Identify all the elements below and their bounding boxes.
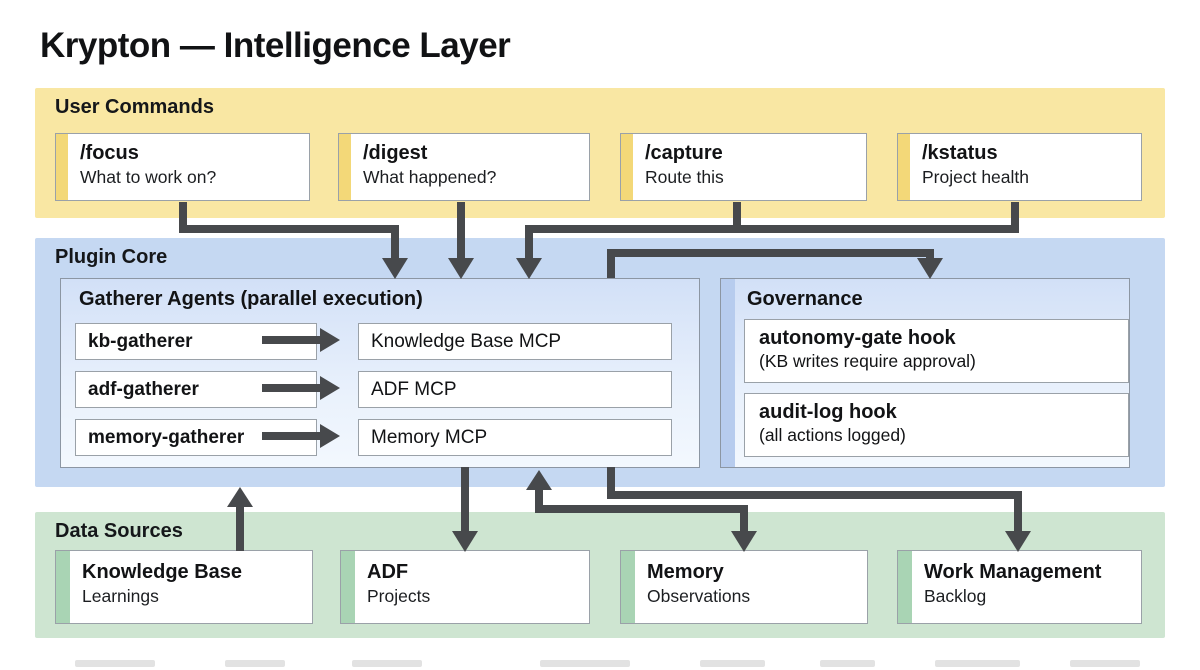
hook-desc: (KB writes require approval)	[759, 351, 976, 371]
cutoff-fragment	[225, 660, 285, 667]
datasource-name: Work Management	[924, 561, 1102, 583]
gatherer-agents-label: Gatherer Agents (parallel execution)	[79, 288, 423, 310]
hook-box-autonomy-gate: autonomy-gate hook (KB writes require ap…	[744, 319, 1129, 383]
hook-desc: (all actions logged)	[759, 425, 906, 445]
governance-label: Governance	[747, 288, 863, 310]
datasource-desc: Backlog	[924, 586, 987, 606]
cutoff-fragment	[540, 660, 630, 667]
command-card-capture: /capture Route this	[620, 133, 867, 201]
plugin-core-label: Plugin Core	[55, 246, 168, 268]
hook-name: audit-log hook	[759, 401, 897, 423]
cutoff-fragment	[700, 660, 765, 667]
datasource-name: ADF	[367, 561, 409, 583]
command-desc: What to work on?	[80, 167, 217, 187]
datasource-desc: Learnings	[82, 586, 159, 606]
command-name: /kstatus	[922, 142, 998, 164]
cutoff-fragment	[75, 660, 155, 667]
cutoff-fragment	[820, 660, 875, 667]
datasource-card-knowledge-base: Knowledge Base Learnings	[55, 550, 313, 624]
card-accent-strip	[898, 551, 912, 623]
datasource-card-work-management: Work Management Backlog	[897, 550, 1142, 624]
agent-box-kb-gatherer: kb-gatherer	[75, 323, 317, 360]
agent-box-memory-gatherer: memory-gatherer	[75, 419, 317, 456]
governance-panel: Governance autonomy-gate hook (KB writes…	[720, 278, 1130, 468]
gatherer-agents-panel: Gatherer Agents (parallel execution) kb-…	[60, 278, 700, 468]
data-sources-label: Data Sources	[55, 520, 183, 542]
command-card-kstatus: /kstatus Project health	[897, 133, 1142, 201]
command-card-focus: /focus What to work on?	[55, 133, 310, 201]
datasource-name: Knowledge Base	[82, 561, 243, 583]
command-desc: Project health	[922, 167, 1030, 187]
card-accent-strip	[56, 134, 68, 200]
card-accent-strip	[56, 551, 70, 623]
panel-accent-strip	[721, 279, 735, 467]
hook-box-audit-log: audit-log hook (all actions logged)	[744, 393, 1129, 457]
command-card-digest: /digest What happened?	[338, 133, 590, 201]
arrowhead-up-icon	[227, 487, 253, 507]
datasource-desc: Projects	[367, 586, 431, 606]
command-name: /capture	[645, 142, 723, 164]
command-desc: What happened?	[363, 167, 497, 187]
datasource-name: Memory	[647, 561, 724, 583]
hook-name: autonomy-gate hook	[759, 327, 956, 349]
cutoff-fragment	[935, 660, 1020, 667]
user-commands-label: User Commands	[55, 96, 214, 118]
card-accent-strip	[341, 551, 355, 623]
cutoff-fragment	[1070, 660, 1140, 667]
datasource-card-adf: ADF Projects	[340, 550, 590, 624]
mcp-box-memory: Memory MCP	[358, 419, 672, 456]
command-name: /focus	[80, 142, 139, 164]
command-desc: Route this	[645, 167, 724, 187]
card-accent-strip	[621, 134, 633, 200]
datasource-desc: Observations	[647, 586, 751, 606]
mcp-box-knowledge-base: Knowledge Base MCP	[358, 323, 672, 360]
card-accent-strip	[621, 551, 635, 623]
datasource-card-memory: Memory Observations	[620, 550, 868, 624]
agent-box-adf-gatherer: adf-gatherer	[75, 371, 317, 408]
cutoff-fragment	[352, 660, 422, 667]
card-accent-strip	[898, 134, 910, 200]
mcp-box-adf: ADF MCP	[358, 371, 672, 408]
card-accent-strip	[339, 134, 351, 200]
command-name: /digest	[363, 142, 428, 164]
page-title: Krypton — Intelligence Layer	[40, 26, 511, 65]
